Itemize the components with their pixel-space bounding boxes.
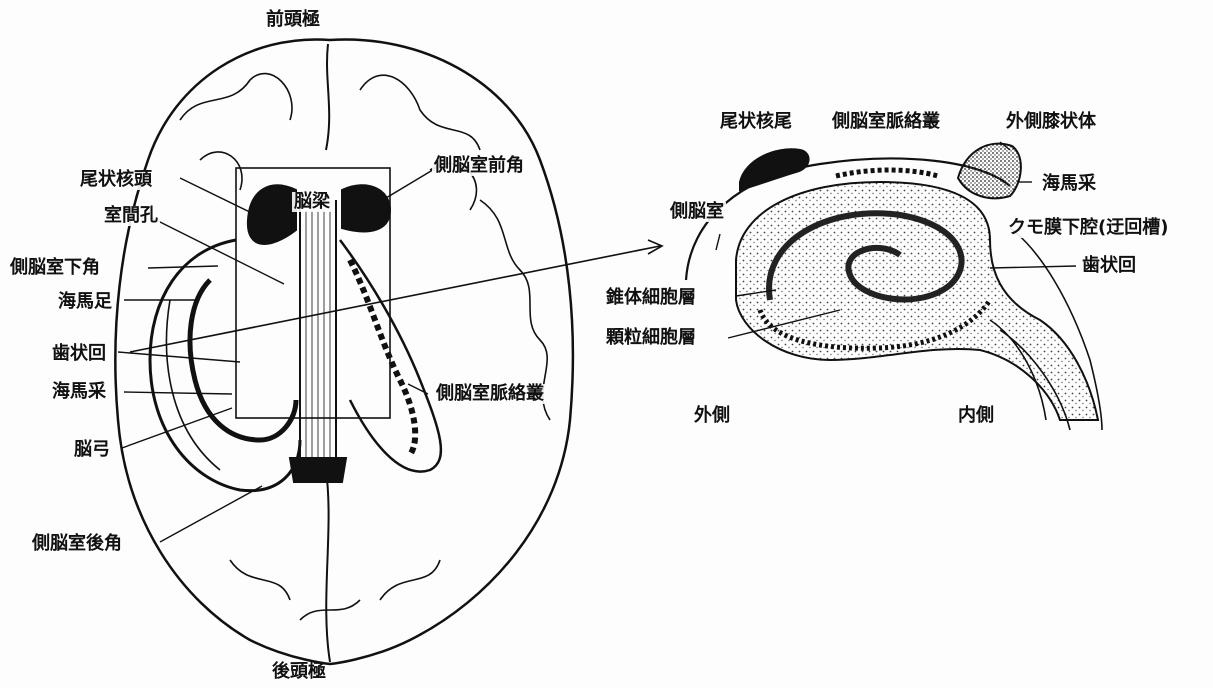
splenium <box>290 458 346 482</box>
label-interventricular-foramen: 室間孔 <box>102 206 160 226</box>
label-dentate-gyrus-right: 歯状回 <box>1080 256 1138 276</box>
label-corpus-callosum: 脳梁 <box>292 192 332 212</box>
label-inferior-horn: 側脳室下角 <box>8 258 102 278</box>
label-choroid-plexus-right: 側脳室脈絡叢 <box>830 112 942 132</box>
brain-axial-section <box>115 39 662 664</box>
label-fornix: 脳弓 <box>72 440 112 460</box>
choroid-plexus-right <box>350 260 415 455</box>
frontal-gyri <box>180 74 480 210</box>
label-posterior-horn: 側脳室後角 <box>30 534 124 554</box>
label-medial-side: 内側 <box>956 406 996 426</box>
label-fimbria-right: 海馬采 <box>1040 174 1098 194</box>
label-subarachnoid-space: クモ膜下腔(迂回槽) <box>1006 218 1170 238</box>
occipital-gyri <box>230 560 440 620</box>
lateral-geniculate <box>958 144 1021 199</box>
label-granule-layer: 顆粒細胞層 <box>604 328 698 348</box>
temporal-loop <box>150 240 300 491</box>
label-dentate-gyrus-left: 歯状回 <box>50 344 108 364</box>
label-hippocampal-foot: 海馬足 <box>56 292 114 312</box>
label-frontal-pole: 前頭極 <box>264 10 322 30</box>
longitudinal-fissure-front <box>326 44 329 150</box>
longitudinal-fissure-back <box>326 470 330 662</box>
label-lateral-ventricle: 側脳室 <box>668 202 726 222</box>
choroid-plexus-coronal <box>836 170 938 176</box>
pointer-line <box>130 246 660 352</box>
label-fimbria-left: 海馬采 <box>50 382 108 402</box>
label-lateral-side: 外側 <box>692 406 732 426</box>
label-anterior-horn: 側脳室前角 <box>432 156 526 176</box>
corpus-callosum-fibers <box>306 210 330 460</box>
label-choroid-plexus-left: 側脳室脈絡叢 <box>434 384 546 404</box>
label-occipital-pole: 後頭極 <box>270 662 328 682</box>
label-pyramidal-layer: 錐体細胞層 <box>604 288 698 308</box>
brain-outline <box>115 39 573 664</box>
label-caudate-tail: 尾状核尾 <box>718 112 794 132</box>
label-lateral-geniculate: 外側膝状体 <box>1004 112 1098 132</box>
hippocampus-left <box>190 280 296 440</box>
label-caudate-head: 尾状核頭 <box>78 170 154 190</box>
anterior-horn-right <box>342 185 390 231</box>
caudate-tail <box>740 149 809 190</box>
